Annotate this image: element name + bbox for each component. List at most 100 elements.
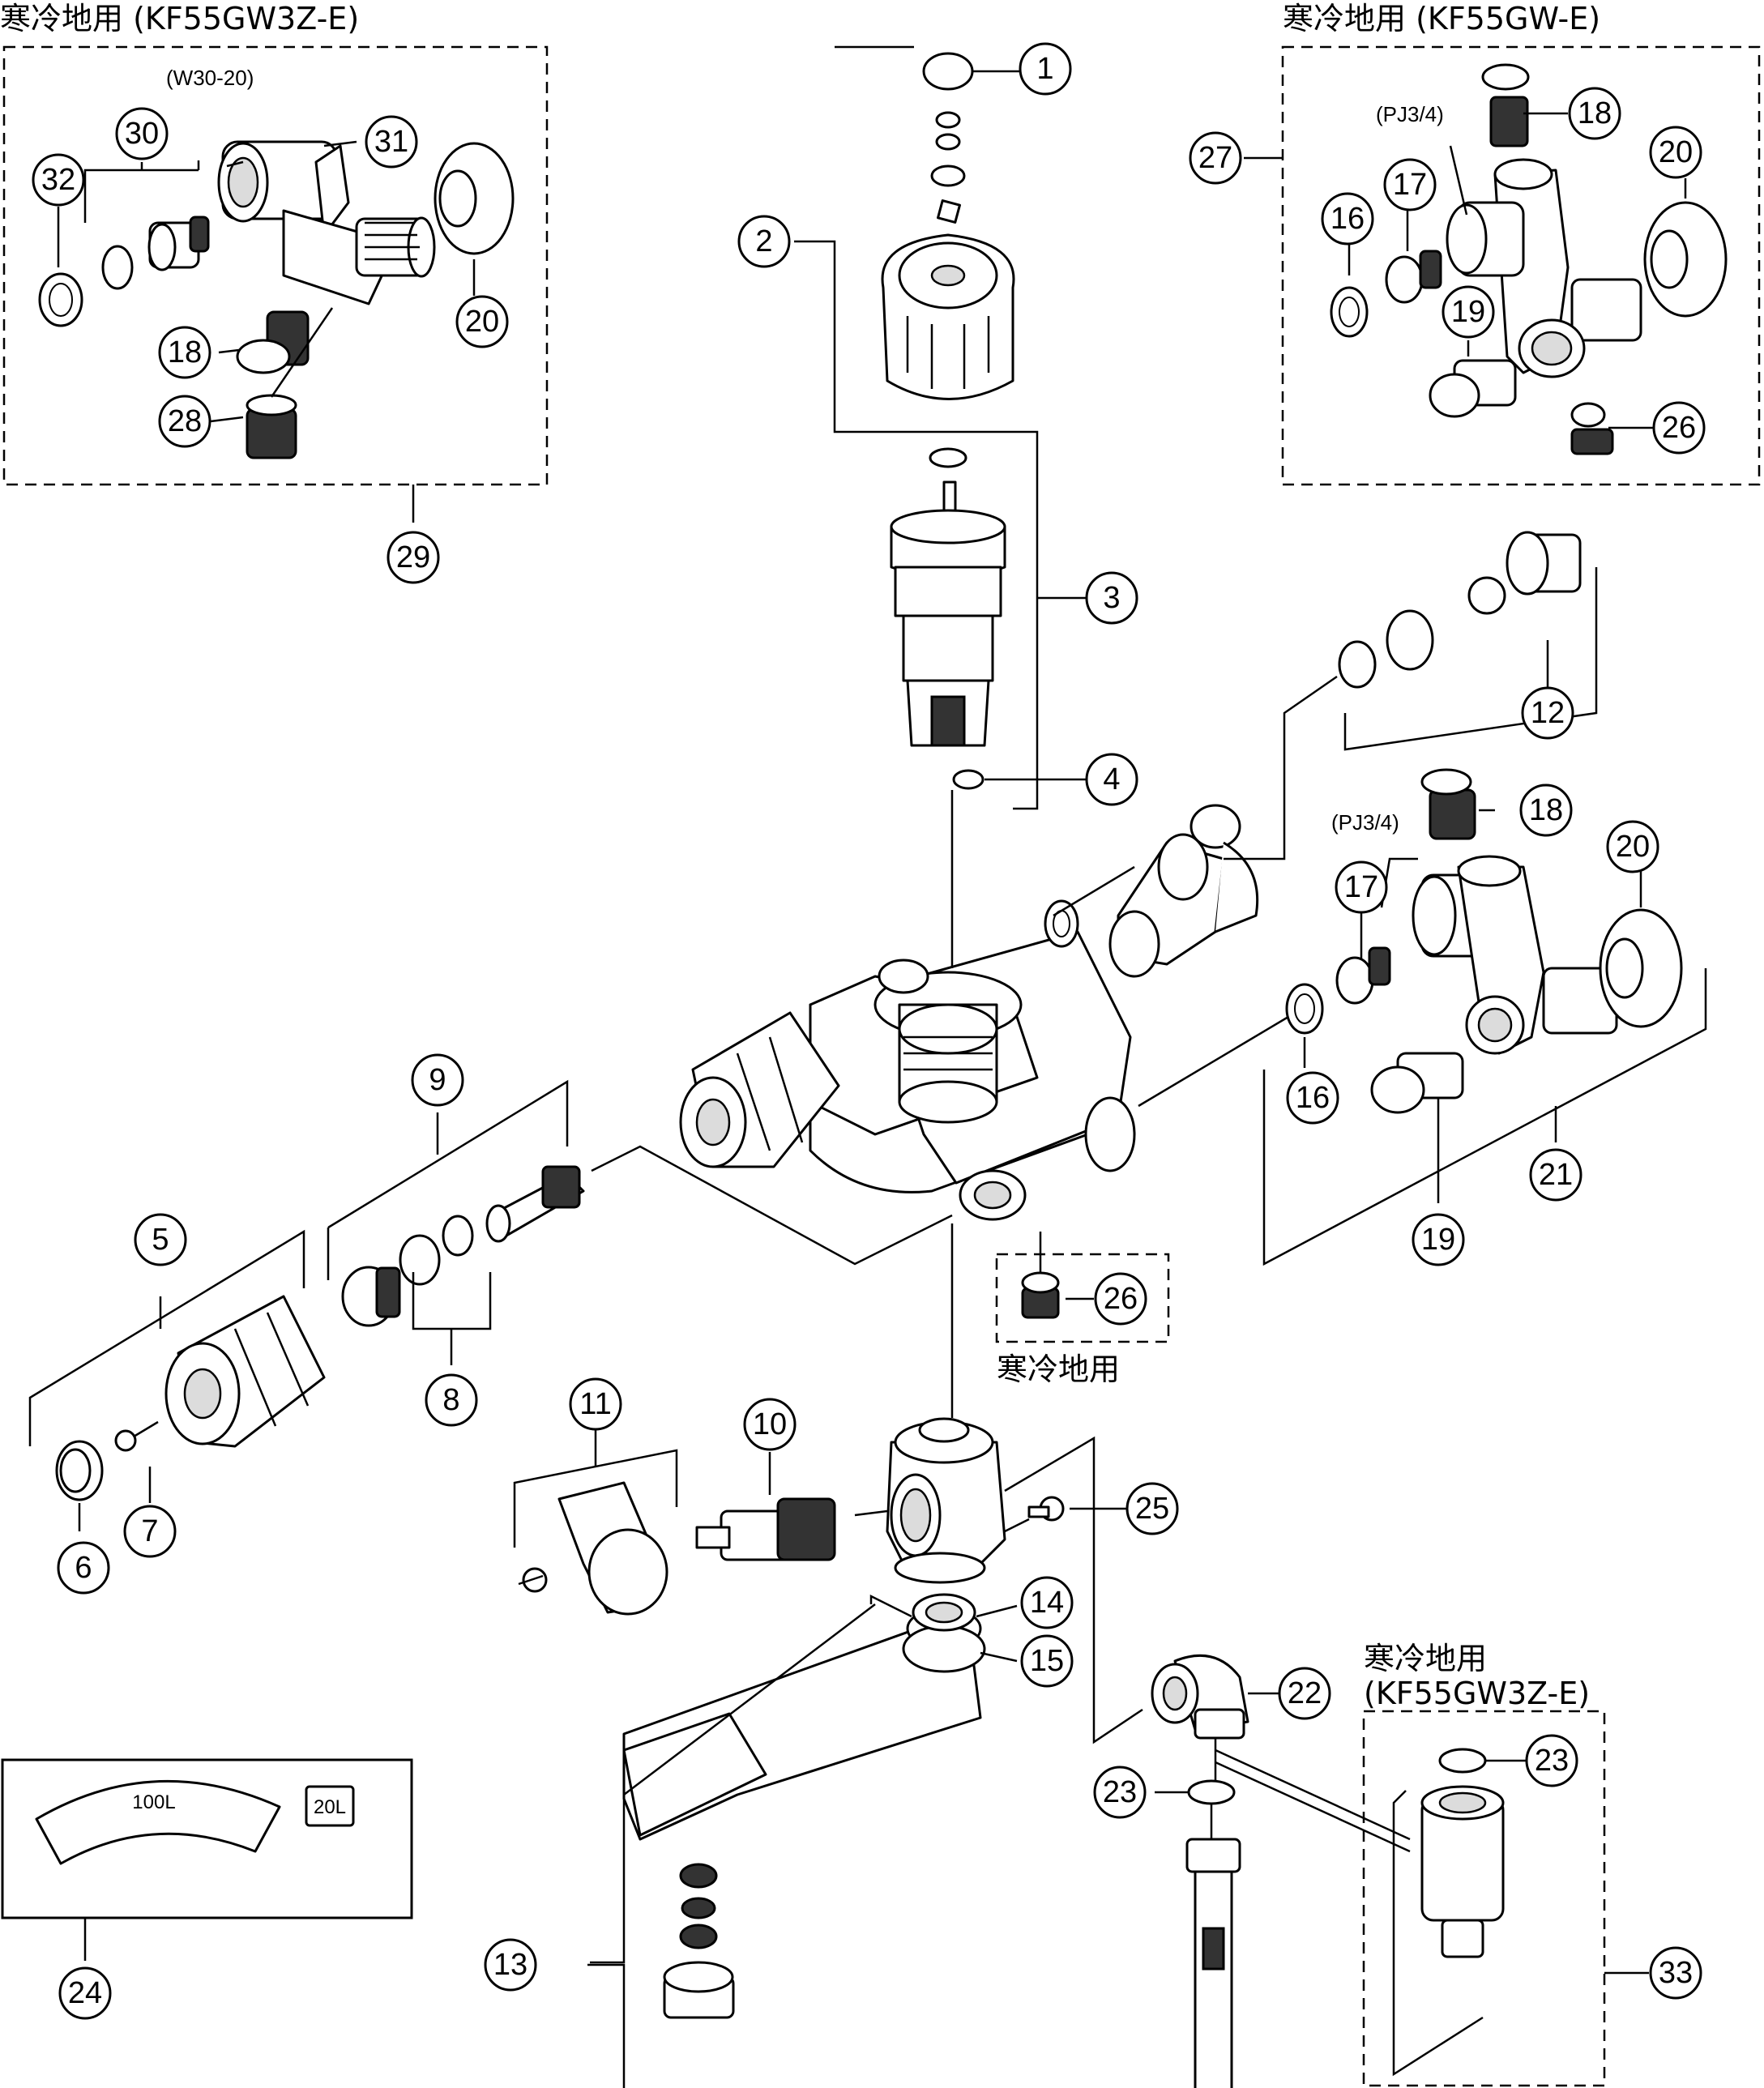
mixing-knob-left	[679, 1011, 840, 1168]
balloon-18-left: 18	[158, 326, 211, 379]
balloon-21: 21	[1529, 1148, 1582, 1202]
balloon-15: 15	[1020, 1634, 1074, 1688]
cold-region-cap-20-top	[1643, 201, 1728, 318]
gland-9	[341, 1266, 401, 1327]
group-box-kf55gw-top-right	[1281, 45, 1761, 486]
svg-text:21: 21	[1539, 1158, 1573, 1192]
balloon-25: 25	[1125, 1482, 1179, 1535]
balloon-17-top: 17	[1383, 158, 1437, 211]
balloon-19-top: 19	[1442, 285, 1495, 339]
balloon-24: 24	[58, 1966, 112, 2020]
gauge-label-24: 100L 20L	[35, 1779, 355, 1865]
svg-text:22: 22	[1288, 1676, 1322, 1710]
svg-text:27: 27	[1198, 141, 1232, 175]
svg-text:7: 7	[141, 1514, 158, 1548]
cap-6	[55, 1440, 104, 1501]
supply-pipe	[1185, 1838, 1241, 2088]
balloon-23-left: 23	[1093, 1766, 1147, 1819]
handle-5	[164, 1295, 326, 1448]
balloon-18-top: 18	[1568, 87, 1621, 140]
svg-text:16: 16	[1330, 202, 1365, 236]
cold-region-body-pj-top	[1446, 158, 1642, 378]
nut-small-2	[935, 133, 961, 151]
cold-region-check-valve-30	[101, 216, 210, 290]
spec-w30-20: (W30-20)	[166, 66, 254, 90]
cold-region-valve-19-top	[1429, 359, 1517, 418]
spec-pj3-4-top: (PJ3/4)	[1376, 102, 1444, 126]
elbow-22	[1151, 1654, 1249, 1740]
cold-region-check-valve-17-top	[1385, 250, 1442, 304]
balloon-9: 9	[411, 1053, 464, 1107]
cold-region-drain-26-top	[1570, 402, 1614, 455]
balloon-7: 7	[123, 1505, 177, 1558]
union-33	[1420, 1785, 1505, 1958]
svg-text:15: 15	[1030, 1644, 1064, 1678]
cap-1	[922, 52, 974, 91]
square-key	[937, 199, 961, 224]
svg-text:10: 10	[753, 1407, 787, 1441]
svg-text:12: 12	[1531, 696, 1565, 730]
svg-text:26: 26	[1104, 1282, 1138, 1316]
cold-region-drain-plug-28	[246, 394, 297, 459]
cold-region-body-w30	[217, 140, 436, 305]
screw-11	[518, 1567, 548, 1593]
balloon-13: 13	[484, 1938, 537, 1992]
cold-region-strainer-18-top	[1481, 63, 1530, 147]
gauge-20l-text: 20L	[314, 1796, 346, 1818]
cold-region-cap-20-left	[434, 142, 515, 255]
balloon-11: 11	[569, 1377, 622, 1431]
svg-text:4: 4	[1103, 762, 1120, 796]
svg-text:23: 23	[1103, 1775, 1137, 1809]
washer-16-mid	[1285, 983, 1324, 1035]
svg-text:18: 18	[1529, 793, 1563, 827]
main-body	[809, 930, 1136, 1221]
cold-region-washer-16-top	[1330, 286, 1369, 338]
spindle-9	[485, 1165, 585, 1243]
strainer-18-mid	[1420, 768, 1476, 840]
drain-26-center	[1021, 1271, 1060, 1319]
washer-3-top	[929, 447, 967, 468]
top-left-title: 寒冷地用 (KF55GW3Z-E)	[0, 1, 359, 36]
svg-text:19: 19	[1421, 1223, 1455, 1257]
svg-text:29: 29	[396, 540, 430, 574]
svg-text:25: 25	[1135, 1492, 1169, 1526]
svg-text:17: 17	[1393, 168, 1427, 202]
connector-elbow-right	[1044, 804, 1259, 978]
balloon-23-right: 23	[1525, 1734, 1578, 1787]
screw-25	[1027, 1496, 1065, 1522]
balloon-17-mid: 17	[1335, 860, 1388, 914]
washer-8a	[442, 1215, 474, 1257]
balloon-1: 1	[1019, 42, 1072, 96]
svg-text:18: 18	[168, 335, 202, 369]
o-ring-14	[912, 1593, 976, 1632]
balloon-30: 30	[115, 107, 169, 160]
svg-text:20: 20	[1616, 830, 1650, 864]
svg-text:33: 33	[1659, 1956, 1693, 1990]
cold-region-washer-32	[38, 272, 83, 327]
group-box-cold-region-center	[995, 1253, 1170, 1343]
svg-text:2: 2	[755, 224, 772, 258]
balloon-29: 29	[387, 531, 440, 584]
group-box-kf55gw3z-bottom-right	[1362, 1710, 1606, 2087]
balloon-3: 3	[1085, 571, 1138, 625]
balloon-16-top: 16	[1321, 192, 1374, 246]
svg-text:13: 13	[493, 1948, 527, 1982]
cold-region-strainer-18-left	[236, 310, 310, 374]
cartridge-3	[890, 480, 1006, 747]
svg-text:31: 31	[374, 125, 408, 159]
svg-text:20: 20	[1659, 135, 1693, 169]
balloon-31: 31	[365, 115, 418, 169]
balloon-6: 6	[57, 1541, 110, 1595]
balloon-10: 10	[743, 1398, 797, 1451]
svg-text:17: 17	[1344, 870, 1378, 904]
top-right-title: 寒冷地用 (KF55GW-E)	[1283, 1, 1600, 36]
cold-region-center-label: 寒冷地用	[997, 1351, 1120, 1387]
balloon-20-left: 20	[455, 295, 509, 348]
balloon-14: 14	[1020, 1576, 1074, 1629]
svg-text:6: 6	[75, 1551, 92, 1585]
svg-text:30: 30	[125, 117, 159, 151]
balloon-5: 5	[134, 1213, 187, 1266]
svg-text:1: 1	[1036, 52, 1053, 86]
group-box-kf55gw3z-top-left	[2, 45, 549, 486]
